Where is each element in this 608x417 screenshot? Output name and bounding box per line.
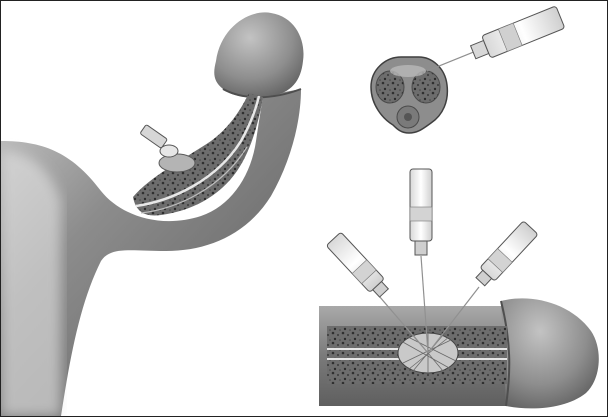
syringe-center	[410, 169, 432, 255]
curved-penis-side-view	[1, 12, 304, 416]
glans	[214, 12, 303, 97]
syringe-top	[422, 6, 565, 82]
shaft-glans	[501, 298, 599, 408]
syringe-right	[473, 221, 538, 289]
syringe-left	[326, 232, 391, 300]
penile-shaft-fan-injection	[319, 298, 599, 408]
penile-cross-section	[371, 57, 447, 133]
needle-hub-instrument	[140, 124, 178, 157]
